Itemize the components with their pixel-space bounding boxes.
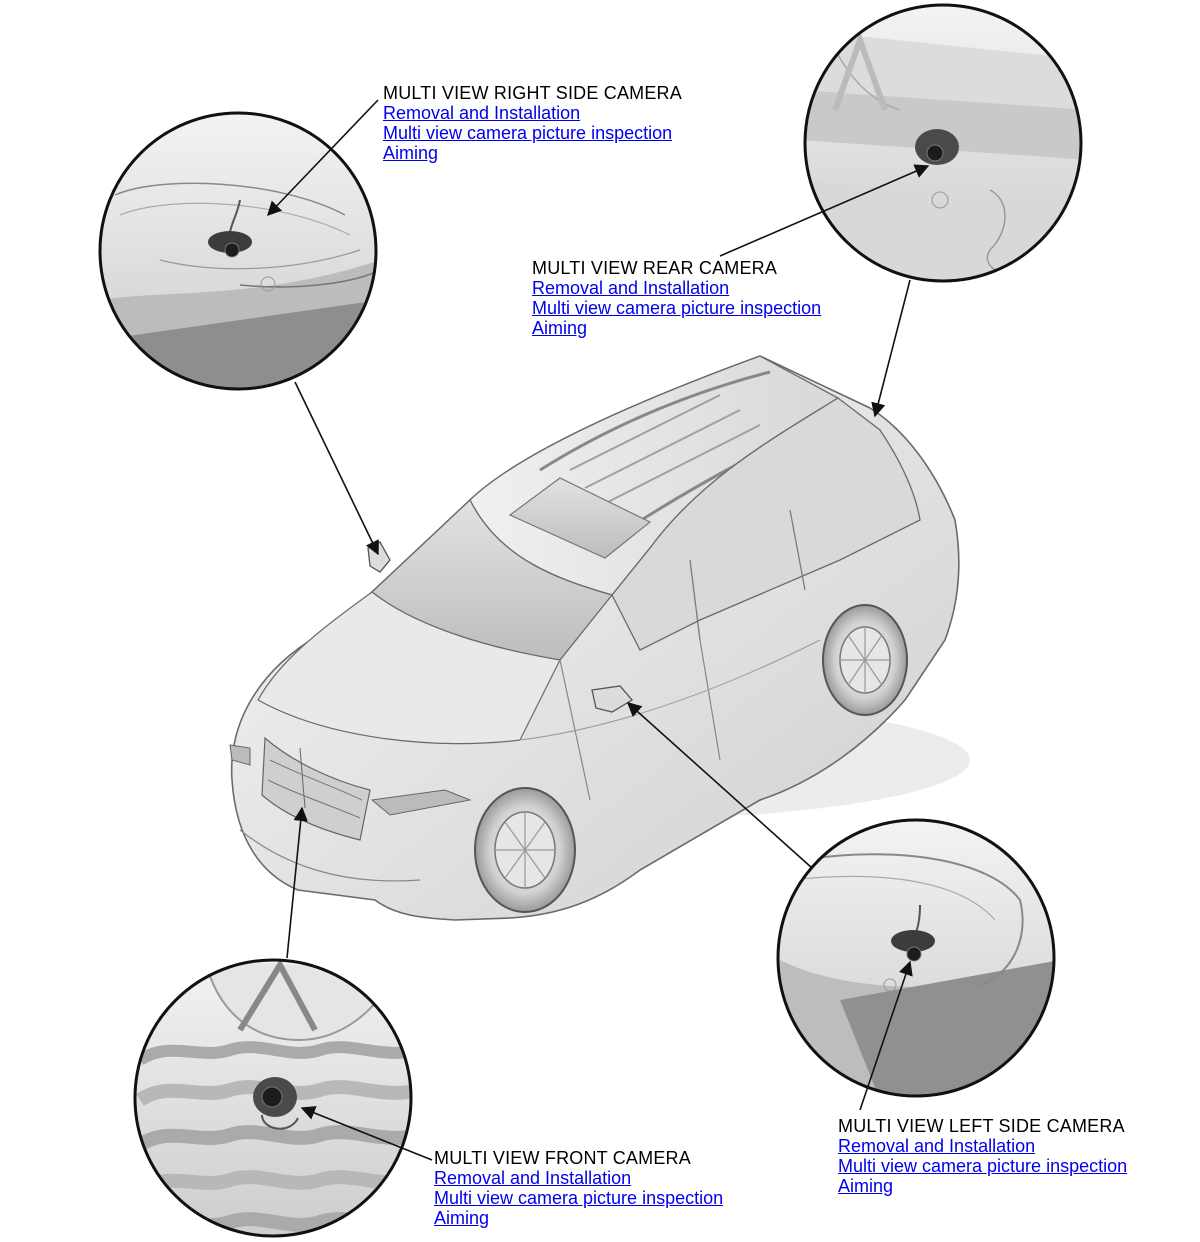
left-side-inspection-link[interactable]: Multi view camera picture inspection — [838, 1156, 1128, 1176]
left-side-camera-module — [891, 930, 935, 952]
front-removal-link[interactable]: Removal and Installation — [434, 1168, 632, 1188]
rear-camera-location-line — [871, 279, 911, 418]
rear-camera-title: MULTI VIEW REAR CAMERA — [532, 258, 778, 278]
zoom-left-side-camera — [776, 818, 1056, 1098]
left-side-removal-link[interactable]: Removal and Installation — [838, 1136, 1036, 1156]
right-side-inspection-link[interactable]: Multi view camera picture inspection — [383, 123, 673, 143]
headlight — [229, 744, 251, 766]
front-inspection-link[interactable]: Multi view camera picture inspection — [434, 1188, 724, 1208]
left-camera-location-line — [626, 702, 813, 869]
acura-logo-mark — [832, 31, 888, 112]
right-mirror — [367, 541, 391, 573]
left-side-camera-callout: MULTI VIEW LEFT SIDE CAMERA Removal and … — [838, 1116, 1127, 1196]
rear-wheel — [822, 604, 908, 716]
left-camera-pointer — [859, 960, 913, 1111]
left-mirror — [591, 685, 633, 713]
left-side-aiming-link[interactable]: Aiming — [838, 1176, 894, 1196]
right-side-camera-module — [208, 231, 252, 253]
front-camera-callout: MULTI VIEW FRONT CAMERA Removal and Inst… — [434, 1148, 723, 1228]
right-side-camera-callout: MULTI VIEW RIGHT SIDE CAMERA Removal and… — [383, 83, 682, 163]
hood — [257, 591, 561, 745]
sunroof — [508, 477, 652, 559]
headlight — [370, 789, 472, 816]
right-camera-location-line — [294, 381, 379, 556]
left-side-camera-title: MULTI VIEW LEFT SIDE CAMERA — [838, 1116, 1125, 1136]
right-side-removal-link[interactable]: Removal and Installation — [383, 103, 581, 123]
zoom-rear-camera — [803, 3, 1083, 283]
rear-camera-callout: MULTI VIEW REAR CAMERA Removal and Insta… — [532, 258, 821, 338]
side-windows — [611, 397, 921, 651]
zoom-right-side-camera — [98, 111, 378, 391]
right-camera-pointer — [267, 99, 379, 217]
leader-lines — [267, 99, 930, 1161]
front-camera-pointer — [300, 1106, 433, 1161]
rear-camera-pointer — [719, 164, 930, 257]
front-camera-title: MULTI VIEW FRONT CAMERA — [434, 1148, 691, 1168]
right-side-aiming-link[interactable]: Aiming — [383, 143, 439, 163]
rear-aiming-link[interactable]: Aiming — [532, 318, 588, 338]
rear-removal-link[interactable]: Removal and Installation — [532, 278, 730, 298]
zoom-front-camera — [133, 958, 413, 1238]
front-aiming-link[interactable]: Aiming — [434, 1208, 490, 1228]
roof-rail — [539, 370, 771, 472]
front-wheel — [474, 787, 576, 913]
right-side-camera-title: MULTI VIEW RIGHT SIDE CAMERA — [383, 83, 682, 103]
front-camera-location-line — [286, 806, 308, 959]
front-grille — [261, 736, 371, 841]
vehicle — [229, 355, 970, 921]
rear-inspection-link[interactable]: Multi view camera picture inspection — [532, 298, 822, 318]
